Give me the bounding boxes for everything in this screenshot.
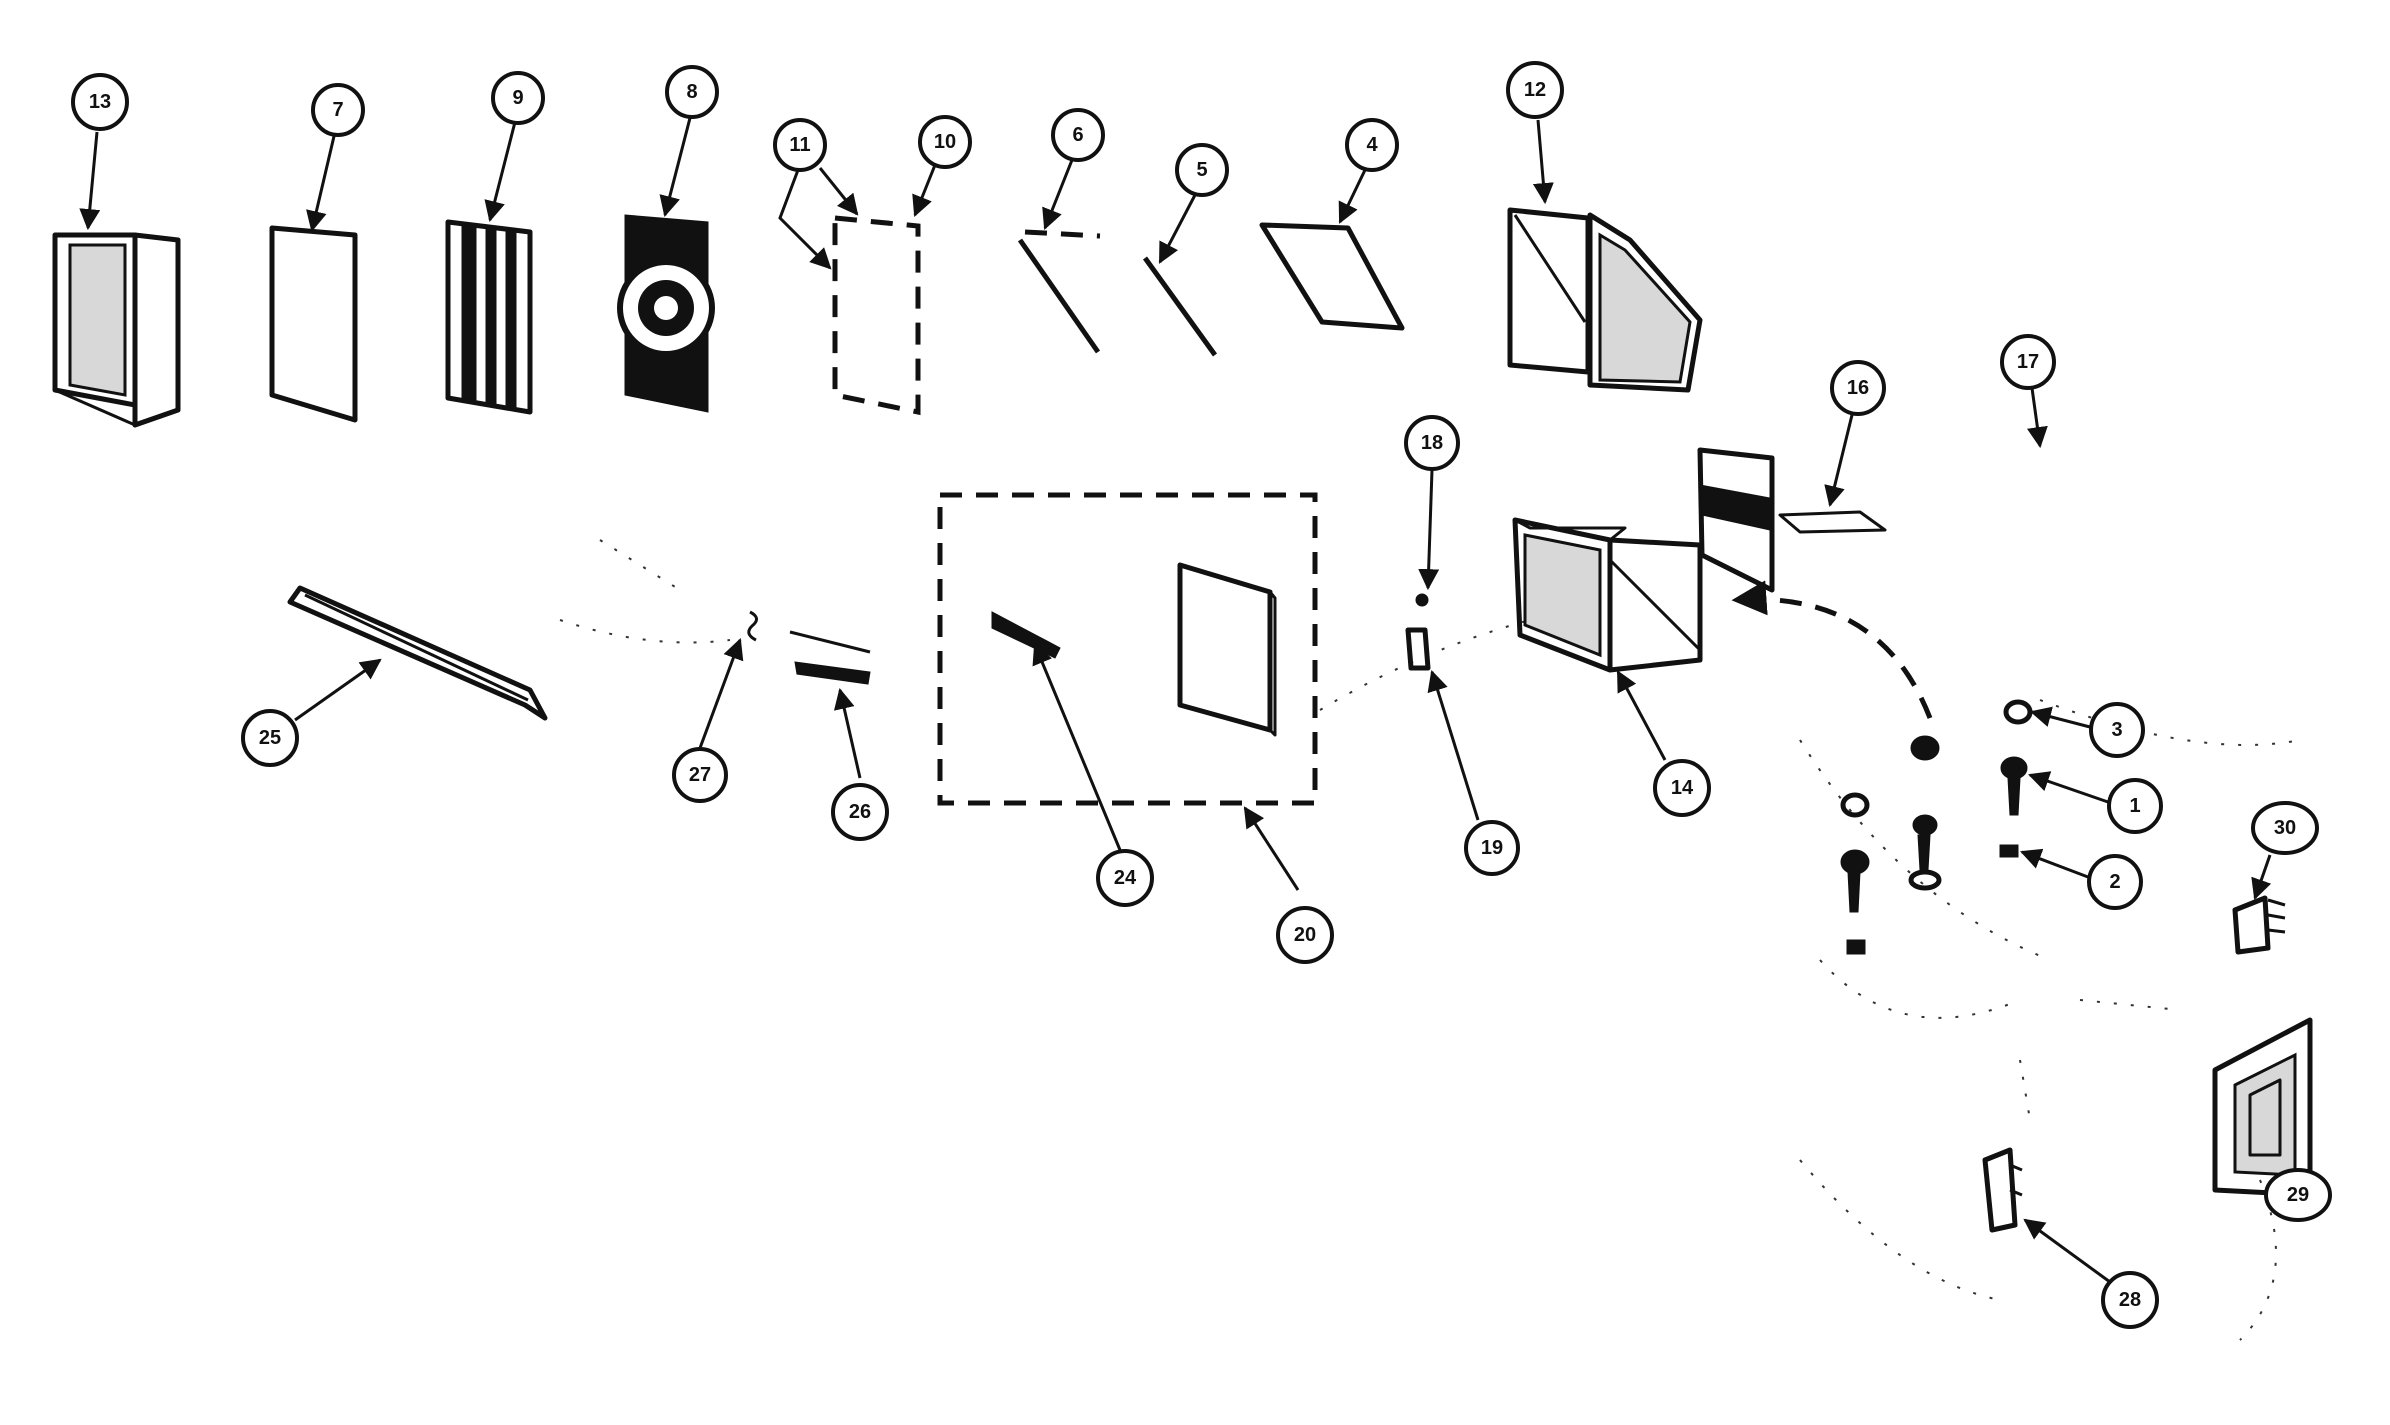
install-arrow [1731,580,1933,719]
svg-text:30: 30 [2274,817,2296,839]
svg-text:28: 28 [2119,1289,2141,1311]
svg-text:17: 17 [2017,351,2039,373]
svg-text:9: 9 [512,87,523,109]
svg-text:8: 8 [686,81,697,103]
part-14-chassis [1512,517,1703,673]
callout-30: 30 [2251,801,2319,855]
callout-29: 29 [2264,1168,2332,1222]
callout-13: 13 [71,73,129,131]
part-9-striped-panel [445,219,533,415]
svg-text:25: 25 [259,727,281,749]
part-12-bracket-pair [1507,207,1703,393]
callout-24: 24 [1096,849,1154,907]
svg-text:24: 24 [1114,867,1137,889]
part-19-clip [1405,627,1431,671]
leader-arrows [79,117,2272,1284]
callout-28: 28 [2101,1271,2159,1329]
svg-text:3: 3 [2111,719,2122,741]
svg-text:6: 6 [1072,124,1083,146]
part-27-spring [747,610,758,642]
part-25-trim-bar [287,585,548,721]
callout-8: 8 [665,65,719,119]
part-24-connector [991,611,1061,659]
callout-1: 1 [2107,778,2163,834]
callout-5: 5 [1175,143,1229,197]
callout-9: 9 [491,71,545,125]
callout-26: 26 [831,783,889,841]
callout-7: 7 [311,83,365,137]
part-26-terminal-strip [789,630,871,685]
svg-text:11: 11 [789,134,810,156]
svg-text:14: 14 [1671,777,1694,799]
part-18-small-screw [1415,593,1429,607]
svg-text:4: 4 [1366,134,1378,156]
callout-27: 27 [672,747,728,803]
callout-25: 25 [241,709,299,767]
svg-text:12: 12 [1524,79,1546,101]
callout-20: 20 [1276,906,1334,964]
svg-text:20: 20 [1294,924,1316,946]
part-20-circuit-board [1177,562,1277,737]
part-17-label-plate [1697,447,1775,593]
part-4-flat-plate [1259,222,1405,331]
callout-19: 19 [1464,820,1520,876]
part-7-plain-panel [269,225,358,423]
part-6-strip [1017,229,1101,354]
callout-14: 14 [1653,759,1711,817]
control-knobs-group [1840,699,2033,955]
callout-16: 16 [1830,360,1886,416]
assembly-guide-lines [559,539,2301,1341]
svg-text:5: 5 [1196,159,1207,181]
svg-text:10: 10 [934,131,956,153]
callout-18: 18 [1404,415,1460,471]
svg-text:18: 18 [1421,432,1443,454]
part-5-strip [1142,256,1218,357]
svg-text:16: 16 [1847,377,1869,399]
svg-text:19: 19 [1481,837,1503,859]
part-16-small-plate [1778,510,1887,534]
callout-3: 3 [2089,702,2145,758]
callout-4: 4 [1345,118,1399,172]
callouts: 13 7 9 8 11 10 6 5 4 12 16 17 18 19 14 3… [71,61,2332,1329]
part-20-assembly-group [937,492,1318,806]
part-10-11-dashed-gasket [832,215,921,416]
callout-17: 17 [2000,334,2056,390]
svg-text:2: 2 [2109,871,2120,893]
callout-10: 10 [918,115,972,169]
callout-11: 11 [773,118,827,172]
svg-text:13: 13 [89,91,111,113]
callout-2: 2 [2087,854,2143,910]
part-30-bracket [2232,895,2286,955]
svg-text:7: 7 [332,99,343,121]
part-8-speaker-panel [617,214,715,413]
part-28-switch [1982,1147,2023,1233]
svg-text:1: 1 [2129,795,2140,817]
part-13-box-frame [52,232,181,428]
svg-text:29: 29 [2287,1184,2309,1206]
callout-12: 12 [1506,61,1564,119]
svg-text:26: 26 [849,801,871,823]
callout-6: 6 [1051,108,1105,162]
svg-text:27: 27 [689,764,711,786]
